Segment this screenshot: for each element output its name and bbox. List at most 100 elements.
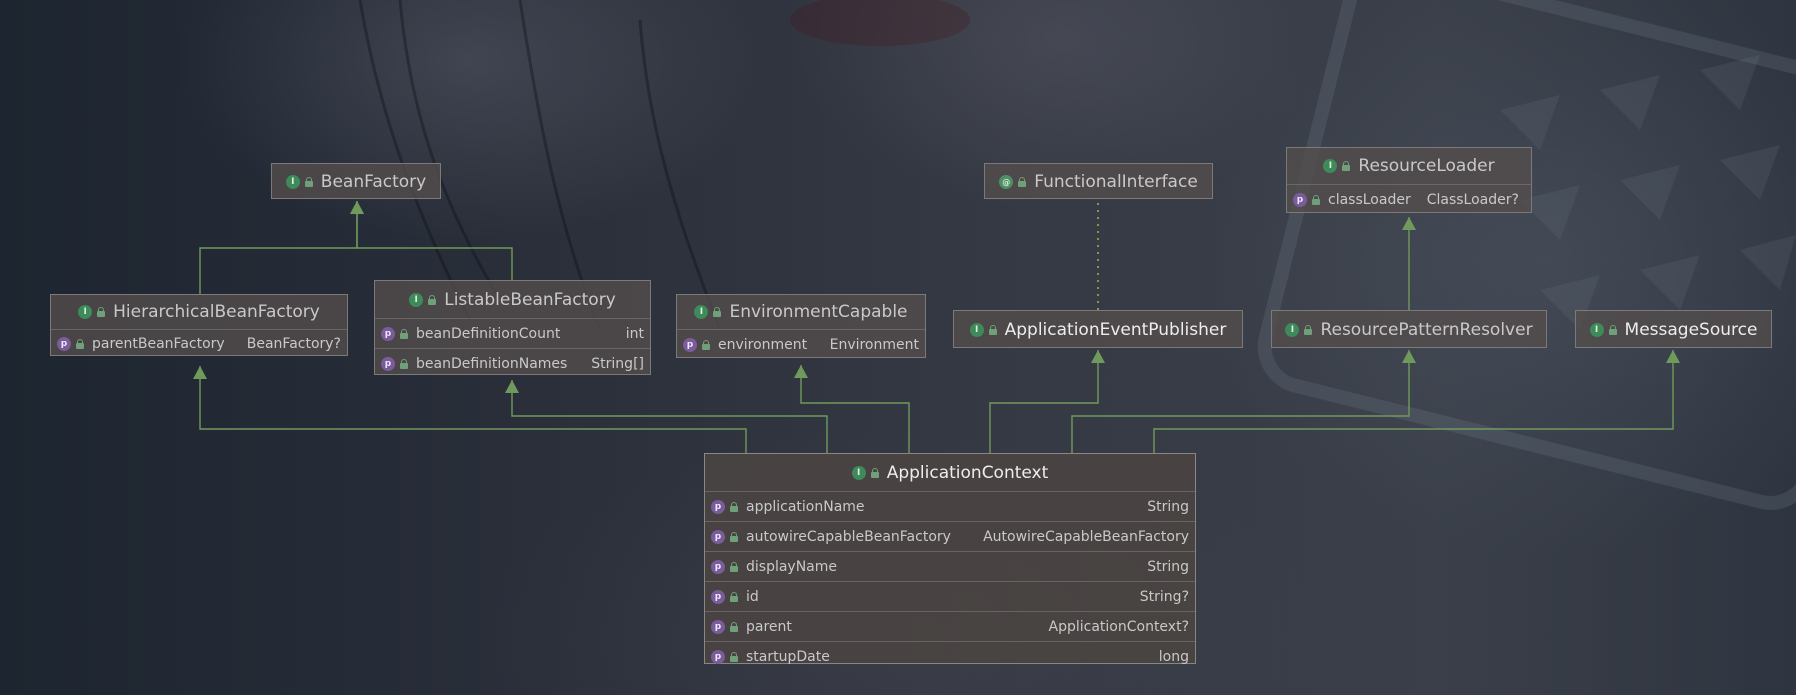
arrowhead-icon xyxy=(1091,350,1105,363)
property-row[interactable]: p displayName String xyxy=(705,551,1195,581)
class-name: ResourcePatternResolver xyxy=(1320,320,1533,340)
interface-icon: I xyxy=(694,305,709,319)
public-visibility-icon xyxy=(1304,325,1313,335)
annotation-icon: @ xyxy=(999,175,1014,189)
class-node-bean-factory[interactable]: I BeanFactory xyxy=(271,163,441,199)
property-icon: p xyxy=(381,326,395,341)
property-icon: p xyxy=(1293,193,1307,207)
public-visibility-icon xyxy=(400,358,408,369)
property-row[interactable]: p parentBeanFactory BeanFactory? xyxy=(51,329,347,358)
edge-extends xyxy=(1153,350,1674,453)
property-type: ClassLoader? xyxy=(1426,192,1519,208)
property-icon: p xyxy=(711,589,725,604)
class-header: @ FunctionalInterface xyxy=(985,164,1212,200)
class-name: MessageSource xyxy=(1624,320,1758,340)
class-node-hierarchical-bean-factory[interactable]: I HierarchicalBeanFactory p parentBeanFacto… xyxy=(50,294,348,356)
class-node-functional-interface[interactable]: @ FunctionalInterface xyxy=(984,163,1213,199)
interface-icon: I xyxy=(969,323,984,337)
property-type: int xyxy=(625,325,644,342)
public-visibility-icon xyxy=(1608,325,1617,335)
interface-icon: I xyxy=(78,305,93,319)
property-name: startupDate xyxy=(746,648,830,665)
edge-extends xyxy=(356,201,513,280)
edge-extends xyxy=(989,350,1099,453)
property-icon: p xyxy=(57,337,71,351)
property-icon: p xyxy=(711,499,725,514)
property-type: String xyxy=(1147,558,1189,575)
interface-icon: I xyxy=(1285,323,1300,337)
public-visibility-icon xyxy=(1312,195,1320,205)
arrowhead-icon xyxy=(350,201,364,214)
class-header: I BeanFactory xyxy=(272,164,440,200)
property-type: Environment xyxy=(829,337,919,353)
property-icon: p xyxy=(711,559,725,574)
arrowhead-icon xyxy=(193,366,207,379)
edge-extends xyxy=(199,366,747,453)
class-name: ApplicationContext xyxy=(886,462,1049,483)
arrowhead-icon xyxy=(1402,217,1416,230)
public-visibility-icon xyxy=(428,294,437,305)
public-visibility-icon xyxy=(730,651,738,662)
property-icon: p xyxy=(381,356,395,371)
property-type: ApplicationContext? xyxy=(1048,618,1190,635)
public-visibility-icon xyxy=(76,339,84,349)
property-type: BeanFactory? xyxy=(246,336,341,352)
interface-icon: I xyxy=(409,292,424,307)
class-name: FunctionalInterface xyxy=(1034,172,1198,192)
class-header: I ApplicationContext xyxy=(705,454,1195,491)
property-icon: p xyxy=(711,619,725,634)
class-name: BeanFactory xyxy=(320,172,427,192)
property-name: autowireCapableBeanFactory xyxy=(746,528,951,545)
property-name: environment xyxy=(718,337,808,353)
public-visibility-icon xyxy=(730,621,738,632)
arrowhead-icon xyxy=(505,380,519,393)
public-visibility-icon xyxy=(702,340,710,350)
interface-icon: I xyxy=(851,465,866,480)
public-visibility-icon xyxy=(1018,177,1027,187)
interface-icon: I xyxy=(285,175,300,189)
edge-extends xyxy=(199,201,358,294)
edge-extends xyxy=(511,380,828,453)
property-icon: p xyxy=(711,649,725,664)
interface-icon: I xyxy=(1589,323,1604,337)
public-visibility-icon xyxy=(988,325,997,335)
property-type: long xyxy=(1158,648,1189,665)
class-name: HierarchicalBeanFactory xyxy=(113,302,320,322)
property-row[interactable]: p beanDefinitionCount int xyxy=(375,318,650,348)
public-visibility-icon xyxy=(730,531,738,542)
property-name: beanDefinitionCount xyxy=(416,325,561,342)
interface-icon: I xyxy=(1323,159,1338,173)
property-icon: p xyxy=(711,529,725,544)
public-visibility-icon xyxy=(1342,161,1351,171)
property-row[interactable]: p startupDate long xyxy=(705,641,1195,671)
class-header: I ResourcePatternResolver xyxy=(1272,311,1546,349)
public-visibility-icon xyxy=(870,467,879,478)
public-visibility-icon xyxy=(97,307,106,317)
class-header: I MessageSource xyxy=(1576,311,1771,349)
property-icon: p xyxy=(683,338,697,352)
property-name: beanDefinitionNames xyxy=(416,355,568,372)
property-name: parentBeanFactory xyxy=(92,336,225,352)
property-name: displayName xyxy=(746,558,838,575)
arrowhead-icon xyxy=(794,365,808,378)
property-row[interactable]: p environment Environment xyxy=(677,329,925,360)
class-node-message-source[interactable]: I MessageSource xyxy=(1575,310,1772,348)
public-visibility-icon xyxy=(730,591,738,602)
class-node-resource-pattern-resolver[interactable]: I ResourcePatternResolver xyxy=(1271,310,1547,348)
